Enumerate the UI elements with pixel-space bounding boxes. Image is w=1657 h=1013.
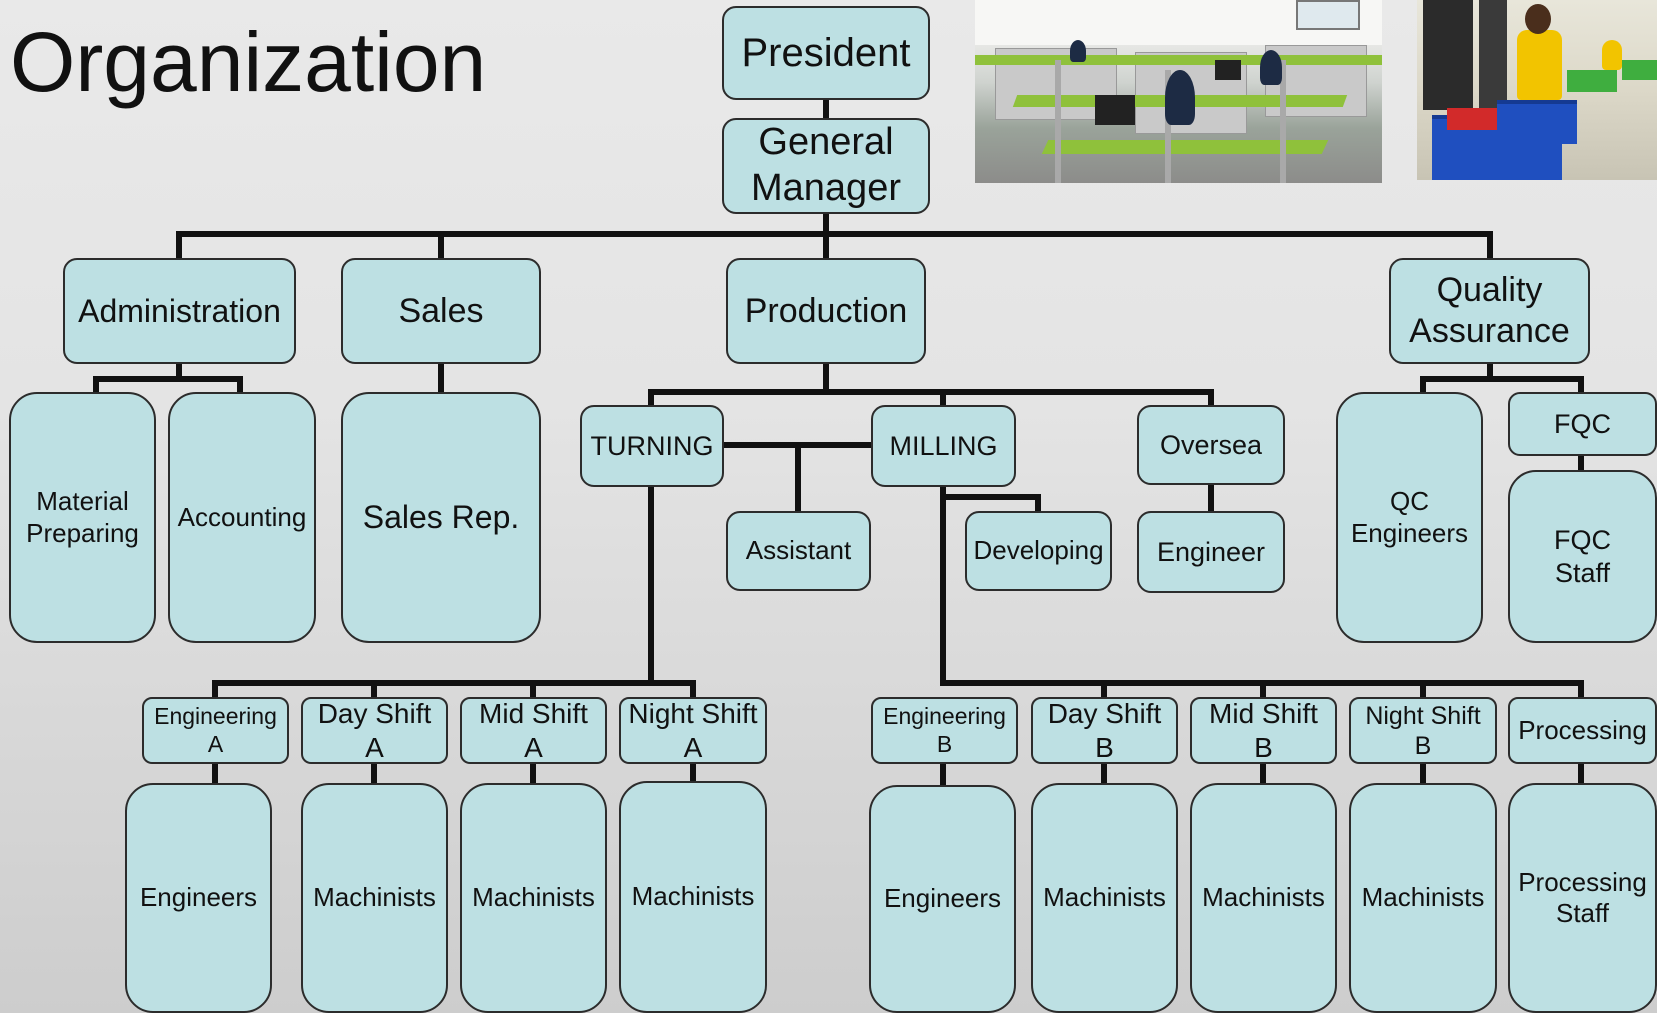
machinists-day-b-box: Machinists: [1031, 783, 1178, 1013]
processing-box: Processing: [1508, 697, 1657, 764]
accounting-box: Accounting: [168, 392, 316, 643]
quality-assurance-box: Quality Assurance: [1389, 258, 1590, 364]
office-photo: [975, 0, 1382, 183]
production-box: Production: [726, 258, 926, 364]
machinists-night-b-box: Machinists: [1349, 783, 1497, 1013]
day-shift-b-box: Day Shift B: [1031, 697, 1178, 764]
machinists-night-a-box: Machinists: [619, 781, 767, 1013]
engineering-b-box: Engineering B: [871, 697, 1018, 764]
qc-engineers-box: QC Engineers: [1336, 392, 1483, 643]
oversea-box: Oversea: [1137, 405, 1285, 485]
general-manager-box: General Manager: [722, 118, 930, 214]
warehouse-photo: [1417, 0, 1657, 180]
turning-box: TURNING: [580, 405, 724, 487]
mid-shift-a-box: Mid Shift A: [460, 697, 607, 764]
machinists-mid-a-box: Machinists: [460, 783, 607, 1013]
administration-box: Administration: [63, 258, 296, 364]
machinists-mid-b-box: Machinists: [1190, 783, 1337, 1013]
oversea-engineer-box: Engineer: [1137, 511, 1285, 593]
fqc-staff-box: FQC Staff: [1508, 470, 1657, 643]
night-shift-a-box: Night Shift A: [619, 697, 767, 764]
sales-box: Sales: [341, 258, 541, 364]
machinists-day-a-box: Machinists: [301, 783, 448, 1013]
engineering-a-box: Engineering A: [142, 697, 289, 764]
engineers-b-box: Engineers: [869, 785, 1016, 1013]
engineers-a-box: Engineers: [125, 783, 272, 1013]
mid-shift-b-box: Mid Shift B: [1190, 697, 1337, 764]
day-shift-a-box: Day Shift A: [301, 697, 448, 764]
slide-title: Organization: [10, 15, 487, 109]
fqc-box: FQC: [1508, 392, 1657, 456]
developing-box: Developing: [965, 511, 1112, 591]
milling-box: MILLING: [871, 405, 1016, 487]
assistant-box: Assistant: [726, 511, 871, 591]
processing-staff-box: Processing Staff: [1508, 783, 1657, 1013]
sales-rep-box: Sales Rep.: [341, 392, 541, 643]
material-preparing-box: Material Preparing: [9, 392, 156, 643]
night-shift-b-box: Night Shift B: [1349, 697, 1497, 764]
president-box: President: [722, 6, 930, 100]
